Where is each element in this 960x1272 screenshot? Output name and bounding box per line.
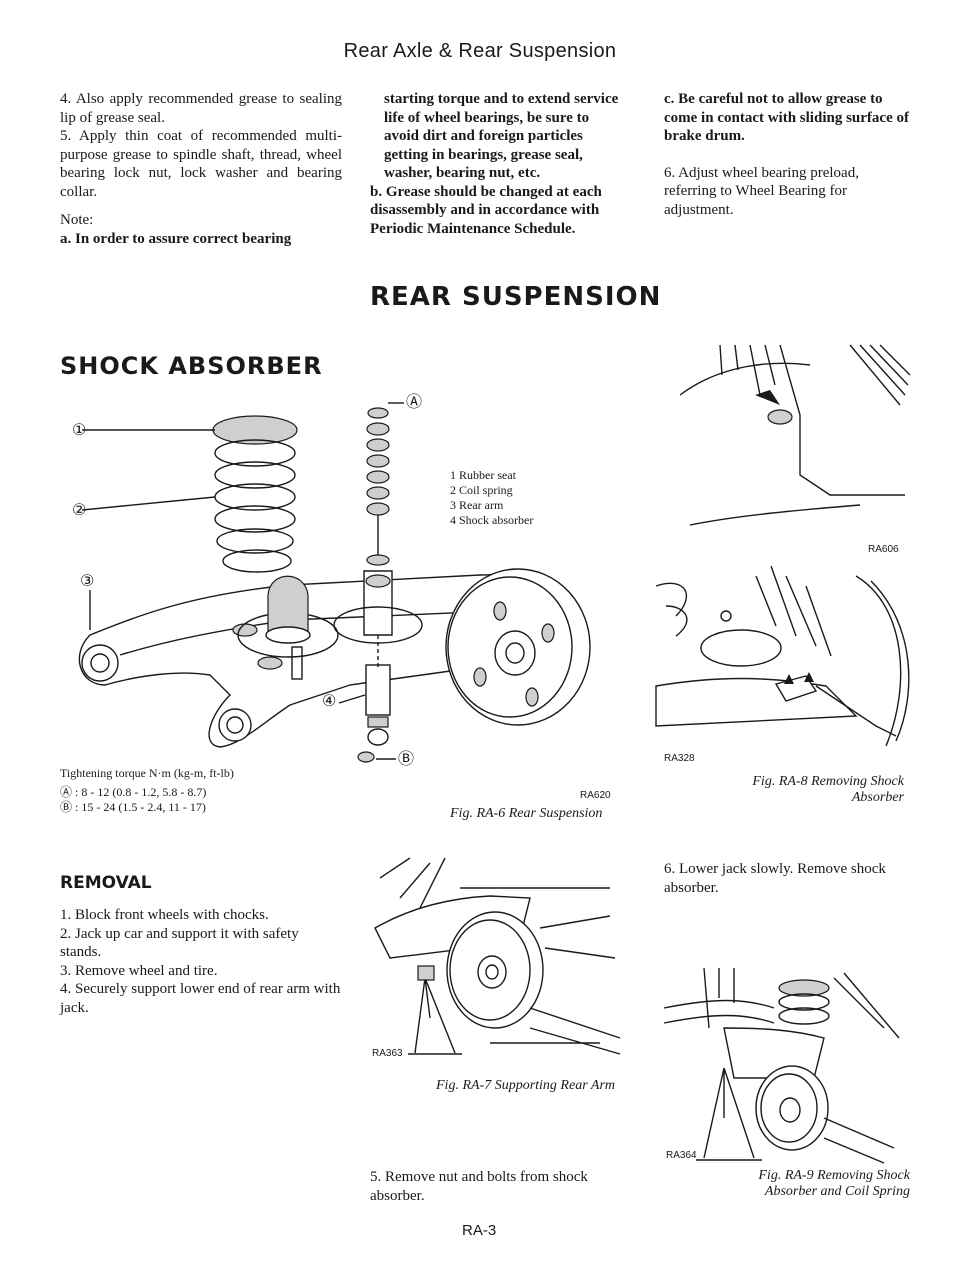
col1-text: 4. Also apply recommended grease to seal… <box>60 90 342 248</box>
step-6: 6. Adjust wheel bearing preload, referri… <box>664 164 859 218</box>
fig9-caption-line1: Fig. RA-9 Removing Shock <box>758 1168 910 1183</box>
legend-item: 4 Shock absorber <box>450 513 534 527</box>
callout-2: ② <box>72 502 87 519</box>
step-6-lower-jack: 6. Lower jack slowly. Remove shock absor… <box>664 861 886 896</box>
rear-suspension-illustration <box>78 402 591 763</box>
torque-a: Ⓐ : 8 - 12 (0.8 - 1.2, 5.8 - 8.7) <box>60 785 207 799</box>
legend-item: 1 Rubber seat <box>450 468 516 482</box>
callout-b: Ⓑ <box>398 751 415 768</box>
callout-3: ③ <box>80 573 95 590</box>
fig6-code: RA620 <box>580 790 611 801</box>
torque-title: Tightening torque N·m (kg-m, ft-lb) <box>60 766 234 780</box>
fig6-legend: 1 Rubber seat 2 Coil spring 3 Rear arm 4… <box>450 468 533 528</box>
removal-step: 1. Block front wheels with chocks. <box>60 907 269 923</box>
removal-steps: 1. Block front wheels with chocks. 2. Ja… <box>60 906 342 1017</box>
removal-step: 3. Remove wheel and tire. <box>60 962 218 979</box>
fig6-caption: Fig. RA-6 Rear Suspension <box>450 806 603 821</box>
removal-step: 4. Securely support lower end of rear ar… <box>60 981 341 1016</box>
torque-b: Ⓑ : 15 - 24 (1.5 - 2.4, 11 - 17) <box>60 800 206 814</box>
shock-absorber-drawing <box>333 407 423 763</box>
fig8-caption-line2: Absorber <box>851 790 904 805</box>
legend-item: 2 Coil spring <box>450 483 513 497</box>
page-header: Rear Axle & Rear Suspension <box>343 40 617 62</box>
fig7-code: RA363 <box>372 1048 403 1059</box>
removing-shock-absorber-illustration <box>655 565 910 747</box>
fig9-caption: Fig. RA-9 Removing Shock Absorber and Co… <box>720 1168 910 1200</box>
rear-suspension-title: REAR SUSPENSION <box>370 282 662 312</box>
page-number: RA-3 <box>462 1222 497 1239</box>
col2-text: starting torque and to extend service li… <box>370 90 626 238</box>
note-a: a. In order to assure correct bearing <box>60 230 292 247</box>
fig8-caption: Fig. RA-8 Removing Shock Absorber <box>740 774 904 806</box>
step-5-remove-nut: 5. Remove nut and bolts from shock absor… <box>370 1169 588 1204</box>
fig7-caption: Fig. RA-7 Supporting Rear Arm <box>436 1078 616 1093</box>
bump-stop-drawing <box>237 575 339 658</box>
callout-4: ④ <box>322 693 337 710</box>
note-b: b. Grease should be changed at each disa… <box>370 183 602 237</box>
fig8-code: RA328 <box>664 753 695 764</box>
note-c: c. Be careful not to allow grease to com… <box>664 91 909 144</box>
shock-absorber-mount-illustration <box>679 344 911 526</box>
callout-1: ① <box>72 422 87 439</box>
note-a-continued: starting torque and to extend service li… <box>384 91 619 181</box>
step-5: 5. Apply thin coat of recommended multi-… <box>60 128 342 200</box>
shock-absorber-title: SHOCK ABSORBER <box>60 352 323 380</box>
torque-spec: Tightening torque N·m (kg-m, ft-lb) Ⓐ : … <box>60 766 234 815</box>
removal-step: 2. Jack up car and support it with safet… <box>60 925 299 961</box>
fig8-code-top: RA606 <box>868 544 899 555</box>
coil-spring-drawing <box>212 415 298 573</box>
col3-text: c. Be careful not to allow grease to com… <box>664 90 912 219</box>
note-label: Note: <box>60 212 94 228</box>
supporting-rear-arm-illustration <box>374 857 621 1055</box>
step-4: 4. Also apply recommended grease to seal… <box>60 91 342 126</box>
legend-item: 3 Rear arm <box>450 498 504 512</box>
fig9-code: RA364 <box>666 1150 697 1161</box>
fig8-caption-line1: Fig. RA-8 Removing Shock <box>752 774 904 789</box>
removal-title: REMOVAL <box>60 873 152 893</box>
brake-drum-drawing <box>445 568 591 726</box>
callout-a: Ⓐ <box>406 394 423 411</box>
fig9-caption-line2: Absorber and Coil Spring <box>764 1184 910 1199</box>
removing-shock-and-spring-illustration <box>663 967 900 1164</box>
